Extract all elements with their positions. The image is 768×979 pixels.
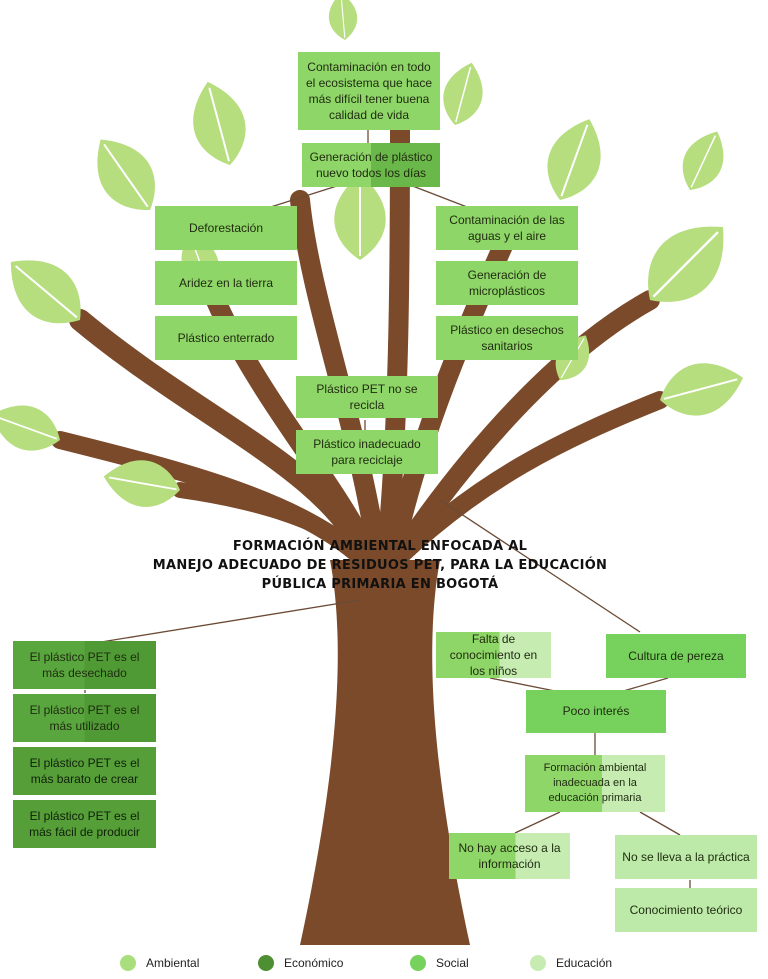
legend-swatch-ambiental [120, 955, 136, 971]
legend-label-social: Social [436, 956, 469, 970]
title-line-1: FORMACIÓN AMBIENTAL ENFOCADA AL [232, 539, 528, 554]
legend-swatch-educacion [530, 955, 546, 971]
legend-label-economico: Económico [284, 956, 344, 970]
title-line-2: MANEJO ADECUADO DE RESIDUOS PET, PARA LA… [152, 557, 608, 573]
legend-label-educacion: Educación [556, 956, 613, 970]
cause-falta-conocimiento: Falta de conocimiento en los niños [436, 632, 551, 678]
cause-poco-interes: Poco interés [526, 690, 666, 733]
effect-plastico-enterrado: Plástico enterrado [155, 316, 297, 360]
legend-economico: Económico [258, 955, 343, 971]
tree-trunk [300, 560, 470, 945]
effect-plastico-inadecuado: Plástico inadecuado para reciclaje [296, 430, 438, 474]
cause-conocimiento-teorico: Conocimiento teórico [615, 888, 757, 932]
effect-desechos-sanitarios: Plástico en desechos sanitarios [436, 316, 578, 360]
cause-pet-desechado: El plástico PET es el más desechado [13, 641, 156, 689]
effect-contaminacion-aguas: Contaminación de las aguas y el aire [436, 206, 578, 250]
cause-pet-facil: El plástico PET es el más fácil de produ… [13, 800, 156, 848]
cause-no-practica: No se lleva a la práctica [615, 835, 757, 879]
effect-pet-no-recicla: Plástico PET no se recicla [296, 376, 438, 418]
effect-aridez: Aridez en la tierra [155, 261, 297, 305]
legend-swatch-economico [258, 955, 274, 971]
legend-educacion: Educación [530, 955, 612, 971]
legend-label-ambiental: Ambiental [146, 956, 200, 970]
cause-no-acceso: No hay acceso a la información [449, 833, 570, 879]
effect-contaminacion-ecosistema: Contaminación en todo el ecosistema que … [298, 52, 440, 130]
cause-cultura-pereza: Cultura de pereza [606, 634, 746, 678]
title-line-3: PÚBLICA PRIMARIA EN BOGOTÁ [261, 576, 499, 592]
legend-social: Social [410, 955, 469, 971]
cause-pet-utilizado: El plástico PET es el más utilizado [13, 694, 156, 742]
legend-ambiental: Ambiental [120, 955, 199, 971]
cause-pet-barato: El plástico PET es el más barato de crea… [13, 747, 156, 795]
branches [51, 110, 669, 571]
effect-deforestacion: Deforestación [155, 206, 297, 250]
cause-formacion-inadecuada: Formación ambiental inadecuada en la edu… [525, 755, 665, 812]
effect-microplasticos: Generación de microplásticos [436, 261, 578, 305]
legend-swatch-social [410, 955, 426, 971]
central-problem-title: FORMACIÓN AMBIENTAL ENFOCADA AL MANEJO A… [120, 538, 640, 595]
effect-generacion-plastico: Generación de plástico nuevo todos los d… [302, 143, 440, 187]
